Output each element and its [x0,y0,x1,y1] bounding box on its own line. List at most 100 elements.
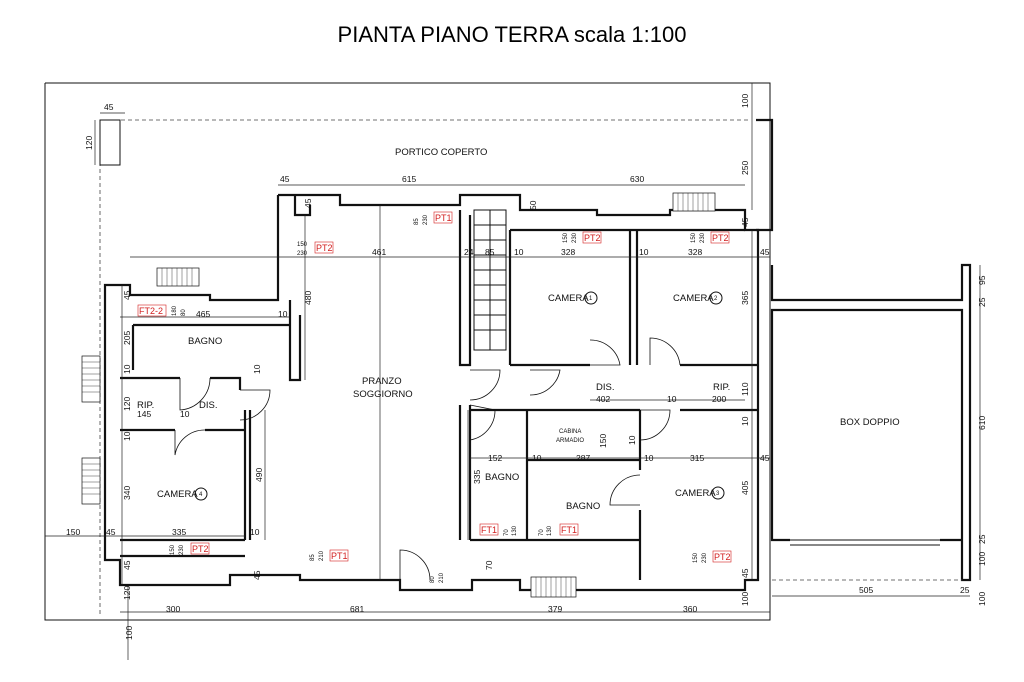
dim-text: 70 [484,560,494,570]
tag-pt2-c2: PT2 [712,233,729,243]
house-walls [103,193,760,592]
opening-dim: 230 [423,214,429,225]
dim-text: 10 [252,364,262,374]
drawing-title: PIANTA PIANO TERRA scala 1:100 [337,22,687,47]
camera2-badge [709,291,723,305]
opening-dim: 150 [170,544,176,555]
dim-text: 120 [122,586,132,600]
dim-text: 610 [977,416,987,430]
dim-text: 45 [760,247,770,257]
dim-text: 630 [630,174,644,184]
dim-text: 85 [485,247,495,257]
dim-text: 200 [712,394,726,404]
dim-text: 50 [528,200,538,210]
dim-text: 490 [254,468,264,482]
dim-text: 45 [280,174,290,184]
opening-dim: 150 [563,232,569,243]
dim-text: 335 [172,527,186,537]
opening-dim: 150 [691,232,697,243]
dim-text: 340 [122,486,132,500]
dim-text: 10 [667,394,677,404]
camera3-number: 3 [716,491,720,497]
dim-text: 328 [561,247,575,257]
opening-dim: 130 [547,525,553,536]
dim-text: 45 [252,570,262,580]
dim-text: 287 [576,453,590,463]
opening-dim: 230 [572,232,578,243]
dim-text: 10 [180,409,190,419]
dim-text: 110 [740,382,750,396]
dim-text: 10 [278,309,288,319]
dim-text: 10 [639,247,649,257]
opening-dim: 210 [439,572,445,583]
dimension-lines [45,83,981,660]
tag-pt2-c1: PT2 [584,233,601,243]
opening-dim: 85 [414,218,420,225]
opening-dim: 130 [512,525,518,536]
dim-text: 480 [303,291,313,305]
dim-text: 150 [598,434,608,448]
dim-text: 205 [122,331,132,345]
dim-text: 45 [106,527,116,537]
tag-pt2-c3: PT2 [714,552,731,562]
opening-dim: 210 [319,550,325,561]
dim-text: 10 [250,527,260,537]
dim-text: 10 [122,364,132,374]
tag-ft2: FT2-2 [139,306,163,316]
dim-text: 45 [740,568,750,578]
dim-text: 615 [402,174,416,184]
tag-ft1-b: FT1 [561,525,577,535]
camera3-badge [711,486,725,500]
opening-tags: PT1 PT2 PT2 PT2 FT2-2 PT2 PT1 FT1 FT1 PT… [137,211,732,563]
camera4-number: 4 [199,492,203,498]
dim-text: 45 [122,560,132,570]
dim-text: 45 [104,102,114,112]
doors [174,337,681,581]
room-label-armadio: ARMADIO [556,438,584,444]
tag-pt2-c4: PT2 [192,544,209,554]
opening-dim: 70 [504,529,510,536]
dim-text: 10 [532,453,542,463]
opening-dim: 80 [181,309,187,316]
dim-text: 120 [122,397,132,411]
dim-text: 10 [644,453,654,463]
room-labels: PORTICO COPERTO PRANZO SOGGIORNO CAMERA … [137,147,900,512]
room-label-dis-left: DIS. [199,400,217,411]
camera2-number: 2 [714,296,718,302]
camera1-number: 1 [589,296,593,302]
room-label-portico: PORTICO COPERTO [395,147,487,158]
opening-dims: 85 230 150 230 150 230 150 230 180 80 15… [170,214,708,583]
opening-dim: 230 [702,552,708,563]
garage-walls [770,263,972,582]
room-label-bagno-mid: BAGNO [485,472,519,483]
dim-text: 315 [690,453,704,463]
room-label-soggiorno: SOGGIORNO [353,389,413,400]
dim-text: 328 [688,247,702,257]
portico-column [99,119,121,166]
dim-text: 45 [760,453,770,463]
room-label-cabina: CABINA [559,429,581,435]
dim-text: 120 [84,136,94,150]
dim-text: 335 [472,470,482,484]
dim-text: 25 [960,585,970,595]
dim-text: 300 [166,604,180,614]
staircase [473,209,507,351]
dim-text: 681 [350,604,364,614]
dim-text: 250 [740,161,750,175]
camera1-badge [584,291,598,305]
opening-dim: 230 [700,232,706,243]
dim-text: 360 [683,604,697,614]
opening-dim: 230 [297,251,308,257]
dim-text: 10 [740,416,750,426]
room-label-box: BOX DOPPIO [840,417,900,428]
dim-text: 152 [488,453,502,463]
opening-dim: 70 [539,529,545,536]
opening-dim: 180 [172,305,178,316]
room-label-bagno-right: BAGNO [566,501,600,512]
room-label-camera2: CAMERA [673,293,714,304]
dim-text: 95 [977,275,987,285]
camera4-badge [194,487,208,501]
room-label-camera4: CAMERA [157,489,198,500]
opening-dim: 150 [693,552,699,563]
